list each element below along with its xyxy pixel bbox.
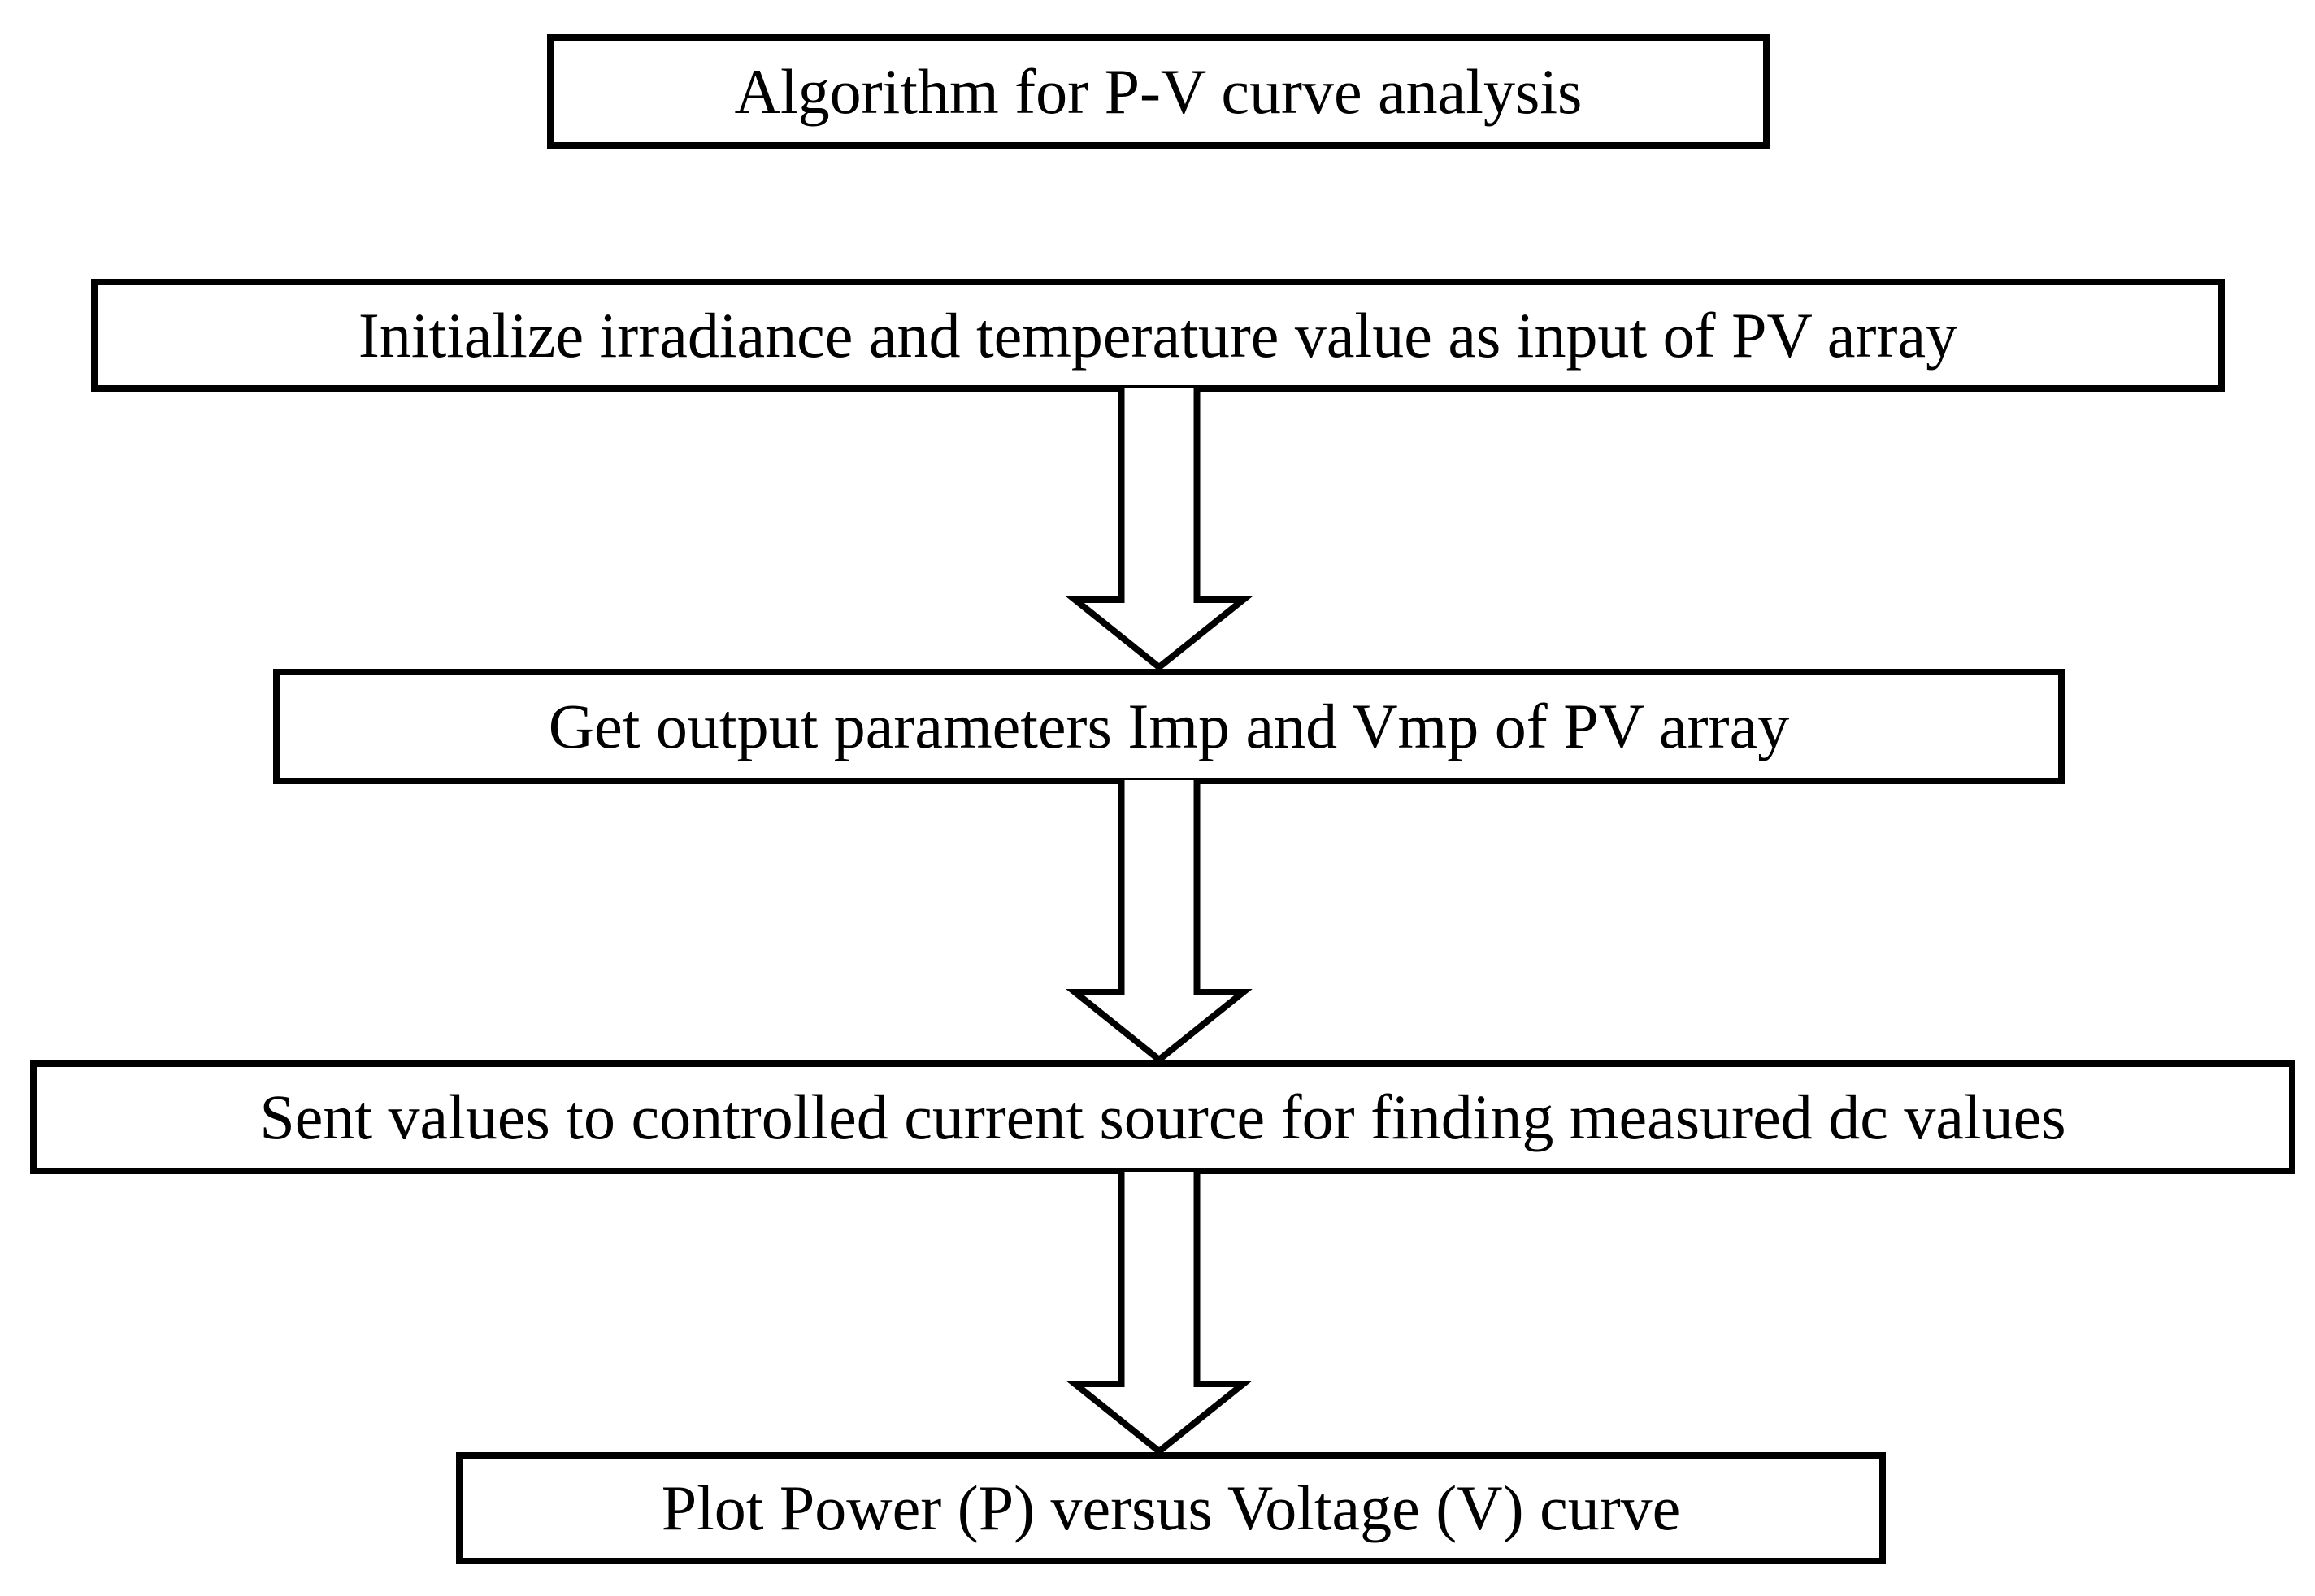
flow-box-get-output: Get output parameters Imp and Vmp of PV … bbox=[273, 669, 2065, 784]
flow-box-plot-curve-label: Plot Power (P) versus Voltage (V) curve bbox=[661, 1472, 1681, 1544]
flow-box-plot-curve: Plot Power (P) versus Voltage (V) curve bbox=[456, 1452, 1886, 1564]
down-arrow-icon bbox=[1066, 388, 1253, 670]
flow-box-get-output-label: Get output parameters Imp and Vmp of PV … bbox=[548, 691, 1790, 762]
flow-box-title: Algorithm for P-V curve analysis bbox=[547, 34, 1770, 149]
flow-box-title-label: Algorithm for P-V curve analysis bbox=[734, 55, 1583, 127]
down-arrow-icon bbox=[1066, 1172, 1253, 1455]
flow-box-sent-values-label: Sent values to controlled current source… bbox=[259, 1082, 2066, 1153]
flow-box-initialize-label: Initialize irradiance and temperature va… bbox=[358, 299, 1958, 371]
flow-box-initialize: Initialize irradiance and temperature va… bbox=[91, 279, 2225, 392]
down-arrow-icon bbox=[1066, 780, 1253, 1063]
flow-box-sent-values: Sent values to controlled current source… bbox=[30, 1060, 2295, 1174]
